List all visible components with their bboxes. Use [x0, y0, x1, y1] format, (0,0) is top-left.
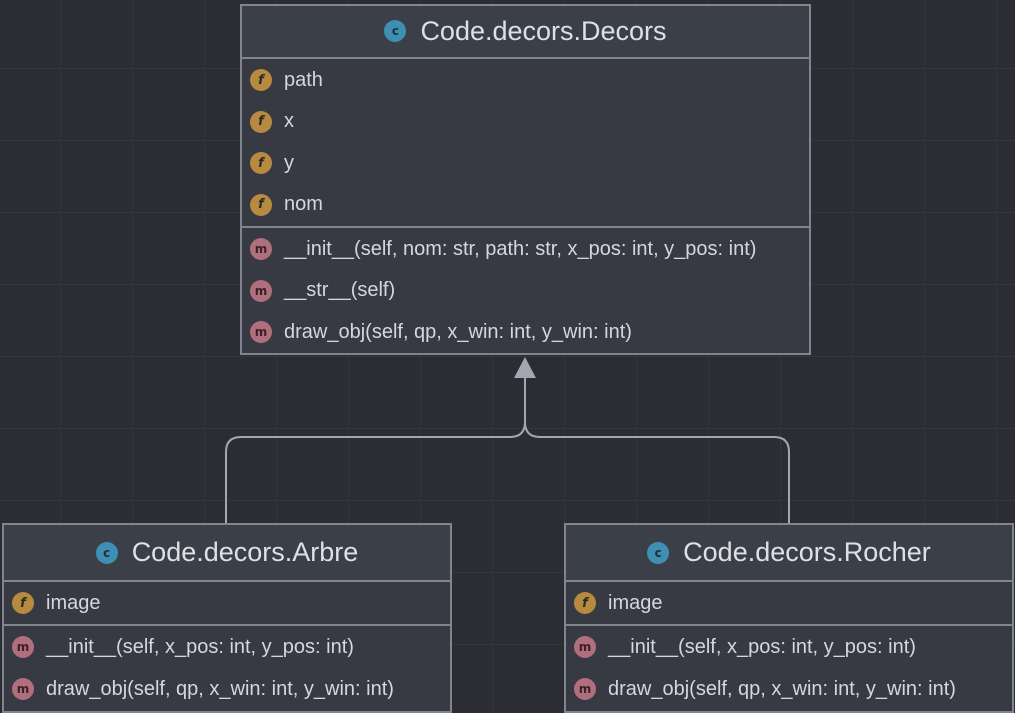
class-box-rocher[interactable]: c Code.decors.Rocher f image m __init__(… [564, 523, 1014, 713]
field-nom[interactable]: f nom [250, 184, 809, 226]
field-icon: f [250, 69, 272, 92]
method-draw-obj[interactable]: m draw_obj(self, qp, x_win: int, y_win: … [12, 668, 450, 710]
method-icon: m [12, 678, 34, 700]
fields-section-decors: f path f x f y f nom [242, 59, 809, 226]
method-icon: m [574, 678, 596, 700]
method-label: __init__(self, x_pos: int, y_pos: int) [46, 635, 354, 658]
method-icon: m [250, 279, 272, 302]
edge-rocher-to-decors [524, 421, 790, 523]
method-label: __init__(self, x_pos: int, y_pos: int) [608, 635, 916, 658]
class-title-decors: Code.decors.Decors [420, 15, 667, 46]
fields-section-rocher: f image [566, 582, 1012, 624]
field-y[interactable]: f y [250, 143, 809, 185]
field-icon: f [250, 193, 272, 216]
method-icon: m [574, 636, 596, 658]
field-label: image [608, 591, 663, 614]
method-label: draw_obj(self, qp, x_win: int, y_win: in… [46, 677, 394, 700]
field-icon: f [250, 110, 272, 133]
fields-section-arbre: f image [4, 582, 450, 624]
method-init[interactable]: m __init__(self, x_pos: int, y_pos: int) [574, 626, 1012, 668]
class-header-arbre: c Code.decors.Arbre [4, 525, 450, 582]
field-icon: f [12, 592, 34, 614]
inheritance-arrowhead [514, 357, 536, 378]
method-label: __str__(self) [284, 279, 396, 302]
field-label: x [284, 110, 294, 133]
method-init[interactable]: m __init__(self, nom: str, path: str, x_… [250, 229, 809, 271]
field-icon: f [574, 592, 596, 614]
method-icon: m [250, 238, 272, 261]
methods-section-decors: m __init__(self, nom: str, path: str, x_… [242, 225, 809, 354]
method-draw-obj[interactable]: m draw_obj(self, qp, x_win: int, y_win: … [574, 668, 1012, 710]
edge-arbre-to-decors [225, 377, 526, 523]
field-label: path [284, 68, 323, 91]
class-icon: c [647, 541, 670, 564]
class-header-rocher: c Code.decors.Rocher [566, 525, 1012, 582]
method-init[interactable]: m __init__(self, x_pos: int, y_pos: int) [12, 626, 450, 668]
class-icon: c [95, 541, 118, 564]
class-header-decors: c Code.decors.Decors [242, 6, 809, 59]
method-icon: m [250, 321, 272, 344]
method-icon: m [12, 636, 34, 658]
field-x[interactable]: f x [250, 101, 809, 143]
field-image[interactable]: f image [574, 582, 1012, 624]
class-title-arbre: Code.decors.Arbre [131, 537, 359, 567]
field-path[interactable]: f path [250, 60, 809, 102]
method-draw-obj[interactable]: m draw_obj(self, qp, x_win: int, y_win: … [250, 312, 809, 354]
field-label: image [46, 591, 101, 614]
field-label: y [284, 151, 294, 174]
methods-section-rocher: m __init__(self, x_pos: int, y_pos: int)… [566, 624, 1012, 710]
methods-section-arbre: m __init__(self, x_pos: int, y_pos: int)… [4, 624, 450, 710]
field-icon: f [250, 152, 272, 175]
class-box-decors[interactable]: c Code.decors.Decors f path f x f y f no… [240, 4, 811, 355]
method-label: draw_obj(self, qp, x_win: int, y_win: in… [284, 320, 632, 343]
field-image[interactable]: f image [12, 582, 450, 624]
class-box-arbre[interactable]: c Code.decors.Arbre f image m __init__(s… [2, 523, 452, 713]
class-icon: c [384, 20, 407, 43]
method-label: __init__(self, nom: str, path: str, x_po… [284, 237, 757, 260]
class-title-rocher: Code.decors.Rocher [683, 537, 931, 567]
method-label: draw_obj(self, qp, x_win: int, y_win: in… [608, 677, 956, 700]
method-str[interactable]: m __str__(self) [250, 270, 809, 312]
field-label: nom [284, 193, 323, 216]
